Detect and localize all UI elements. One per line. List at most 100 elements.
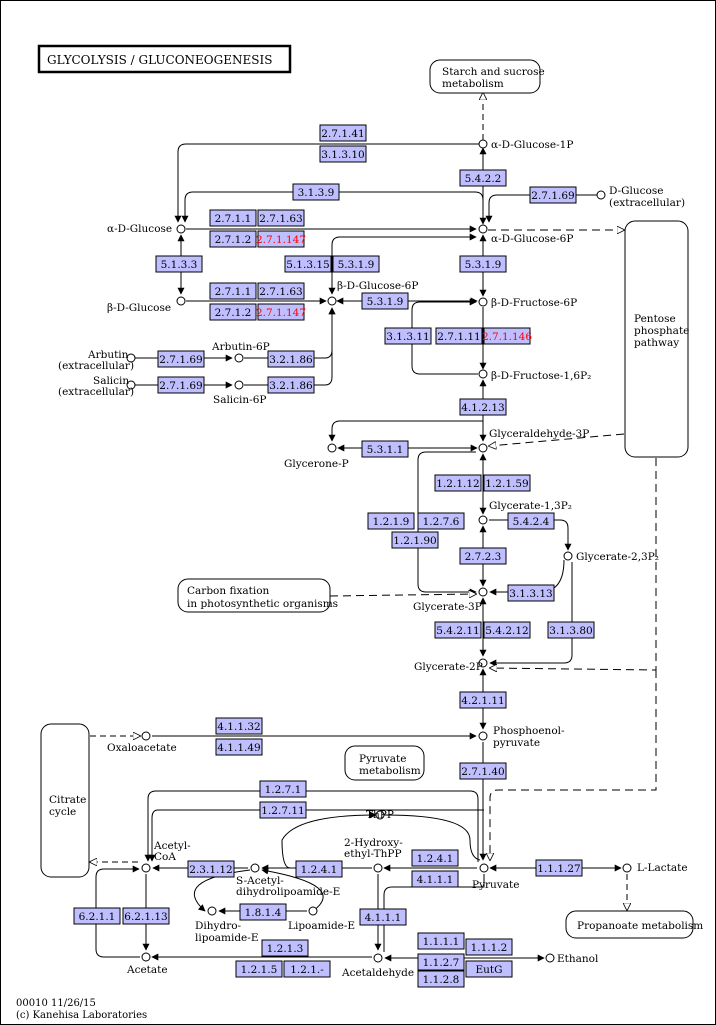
enzyme-box-rect[interactable]	[209, 303, 257, 321]
enzyme-box-2-7-1-63[interactable]: 2.7.1.63	[257, 209, 305, 227]
enzyme-box-rect[interactable]	[391, 531, 439, 549]
enzyme-box-4-1-1-32[interactable]: 4.1.1.32	[215, 717, 263, 735]
compound-g13p[interactable]	[478, 515, 488, 525]
map-propanoate-metabolism[interactable]	[565, 910, 694, 939]
enzyme-box-2-7-1-11[interactable]: 2.7.1.11	[435, 327, 483, 345]
enzyme-box-1-2-1-90[interactable]: 1.2.1.90	[391, 531, 439, 549]
compound-sadl[interactable]	[250, 863, 260, 873]
enzyme-box-rect[interactable]	[459, 169, 507, 187]
enzyme-box-2-7-1-1[interactable]: 2.7.1.1	[209, 209, 257, 227]
enzyme-box-rect[interactable]	[361, 440, 409, 458]
compound-bfru16p[interactable]	[478, 369, 488, 379]
enzyme-box-1-8-1-4[interactable]: 1.8.1.4	[239, 903, 287, 921]
enzyme-box-1-2-1-9[interactable]: 1.2.1.9	[367, 512, 415, 530]
enzyme-box-rect[interactable]	[483, 621, 531, 639]
compound-salicin[interactable]	[126, 380, 136, 390]
enzyme-box-rect[interactable]	[367, 512, 415, 530]
enzyme-box-rect[interactable]	[261, 939, 309, 957]
enzyme-box-rect[interactable]	[434, 621, 482, 639]
enzyme-box-5-1-3-3[interactable]: 5.1.3.3	[155, 255, 203, 273]
enzyme-box-2-7-1-69[interactable]: 2.7.1.69	[157, 350, 205, 368]
compound-dglc[interactable]	[596, 190, 606, 200]
compound-aglc6p[interactable]	[478, 224, 488, 234]
compound-g23p[interactable]	[563, 551, 573, 561]
enzyme-box-rect[interactable]	[507, 512, 555, 530]
enzyme-box-2-7-1-147[interactable]: 2.7.1.147	[256, 303, 306, 321]
enzyme-box-2-7-1-146[interactable]: 2.7.1.146	[482, 327, 532, 345]
enzyme-box-rect[interactable]	[155, 255, 203, 273]
enzyme-box-rect[interactable]	[483, 327, 531, 345]
enzyme-box-5-3-1-9[interactable]: 5.3.1.9	[459, 255, 507, 273]
enzyme-box-rect[interactable]	[507, 584, 555, 602]
enzyme-box-4-1-2-13[interactable]: 4.1.2.13	[459, 398, 507, 416]
enzyme-box-rect[interactable]	[361, 292, 409, 310]
enzyme-box-5-1-3-15[interactable]: 5.1.3.15	[284, 255, 332, 273]
compound-bglc6p[interactable]	[327, 296, 337, 306]
enzyme-box-rect[interactable]	[411, 870, 459, 888]
enzyme-box-rect[interactable]	[434, 474, 482, 492]
compound-ethanol[interactable]	[545, 953, 555, 963]
compound-salicin6p[interactable]	[234, 380, 244, 390]
enzyme-box-rect[interactable]	[257, 230, 305, 248]
enzyme-box-rect[interactable]	[319, 145, 367, 163]
enzyme-box-EutG[interactable]: EutG	[465, 960, 513, 978]
enzyme-box-rect[interactable]	[319, 124, 367, 142]
map-starch-sucrose[interactable]	[429, 59, 541, 94]
enzyme-box-rect[interactable]	[547, 621, 595, 639]
compound-g3pate[interactable]	[478, 587, 488, 597]
enzyme-box-5-3-1-9[interactable]: 5.3.1.9	[361, 292, 409, 310]
enzyme-box-rect[interactable]	[459, 762, 507, 780]
enzyme-box-rect[interactable]	[535, 859, 583, 877]
map-citrate-cycle[interactable]	[40, 723, 90, 878]
enzyme-box-6-2-1-1[interactable]: 6.2.1.1	[73, 907, 121, 925]
enzyme-box-1-2-1-59[interactable]: 1.2.1.59	[483, 474, 531, 492]
compound-aglc1p[interactable]	[478, 139, 488, 149]
enzyme-box-rect[interactable]	[435, 327, 483, 345]
enzyme-box-5-4-2-2[interactable]: 5.4.2.2	[459, 169, 507, 187]
compound-acald[interactable]	[373, 953, 383, 963]
enzyme-box-4-1-1-49[interactable]: 4.1.1.49	[215, 738, 263, 756]
enzyme-box-rect[interactable]	[465, 960, 513, 978]
enzyme-box-3-1-3-11[interactable]: 3.1.3.11	[384, 327, 432, 345]
enzyme-box-2-7-2-3[interactable]: 2.7.2.3	[459, 547, 507, 565]
enzyme-box-rect[interactable]	[257, 303, 305, 321]
compound-oxalo[interactable]	[141, 731, 151, 741]
enzyme-box-4-1-1-1[interactable]: 4.1.1.1	[359, 908, 407, 926]
enzyme-box-rect[interactable]	[209, 230, 257, 248]
enzyme-box-rect[interactable]	[209, 209, 257, 227]
enzyme-box-rect[interactable]	[267, 376, 315, 394]
compound-arbutin6p[interactable]	[234, 353, 244, 363]
enzyme-box-rect[interactable]	[465, 938, 513, 956]
enzyme-box-3-1-3-13[interactable]: 3.1.3.13	[507, 584, 555, 602]
enzyme-box-1-2-4-1[interactable]: 1.2.4.1	[295, 860, 343, 878]
enzyme-box-1-2-7-6[interactable]: 1.2.7.6	[417, 512, 465, 530]
enzyme-box-5-4-2-11[interactable]: 5.4.2.11	[434, 621, 482, 639]
enzyme-box-3-2-1-86[interactable]: 3.2.1.86	[267, 376, 315, 394]
enzyme-box-rect[interactable]	[483, 474, 531, 492]
compound-acoa[interactable]	[141, 863, 151, 873]
enzyme-box-rect[interactable]	[215, 717, 263, 735]
enzyme-box-2-7-1-2[interactable]: 2.7.1.2	[209, 303, 257, 321]
enzyme-box-rect[interactable]	[259, 780, 307, 798]
enzyme-box-1-2-1-5[interactable]: 1.2.1.5	[235, 960, 283, 978]
enzyme-box-rect[interactable]	[459, 398, 507, 416]
enzyme-box-5-4-2-4[interactable]: 5.4.2.4	[507, 512, 555, 530]
enzyme-box-rect[interactable]	[187, 860, 235, 878]
enzyme-box-rect[interactable]	[257, 209, 305, 227]
enzyme-box-1-1-2-7[interactable]: 1.1.2.7	[417, 953, 465, 971]
compound-arbutin[interactable]	[126, 353, 136, 363]
enzyme-box-rect[interactable]	[239, 903, 287, 921]
enzyme-box-rect[interactable]	[73, 907, 121, 925]
enzyme-box-rect[interactable]	[257, 282, 305, 300]
compound-g3p[interactable]	[478, 443, 488, 453]
enzyme-box-2-7-1-147[interactable]: 2.7.1.147	[256, 230, 306, 248]
enzyme-box-3-1-3-9[interactable]: 3.1.3.9	[292, 183, 340, 201]
enzyme-box-rect[interactable]	[529, 186, 577, 204]
compound-dihl[interactable]	[207, 906, 217, 916]
enzyme-box-1-2-1--[interactable]: 1.2.1.-	[283, 960, 331, 978]
enzyme-box-rect[interactable]	[384, 327, 432, 345]
enzyme-box-2-7-1-1[interactable]: 2.7.1.1	[209, 282, 257, 300]
enzyme-box-rect[interactable]	[411, 849, 459, 867]
enzyme-box-2-7-1-69[interactable]: 2.7.1.69	[529, 186, 577, 204]
enzyme-box-1-1-1-1[interactable]: 1.1.1.1	[417, 932, 465, 950]
